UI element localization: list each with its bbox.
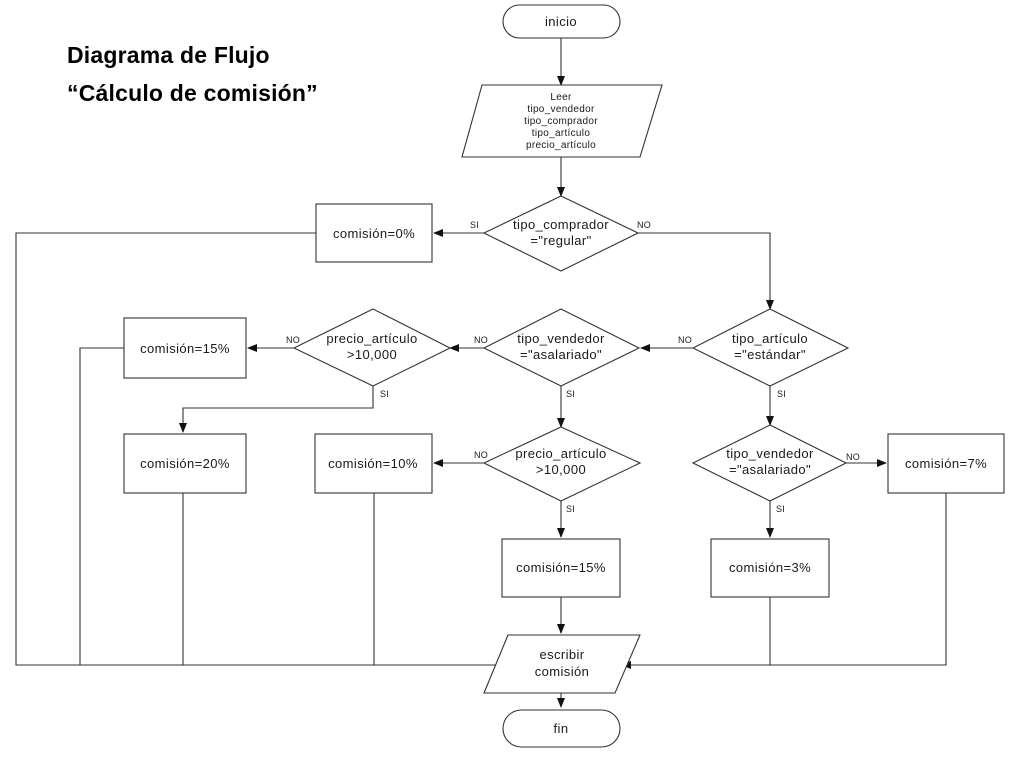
- leer-line-2: tipo_vendedor: [527, 104, 595, 115]
- end-label: fin: [554, 721, 569, 736]
- process-comision-15-top: comisión=15%: [123, 317, 247, 379]
- edge-precio1-si: [179, 386, 374, 433]
- decision-tipo-articulo: tipo_artículo ="estándar": [691, 308, 850, 387]
- comision-7-label: comisión=7%: [905, 456, 987, 471]
- start-label: inicio: [545, 14, 577, 29]
- comision-15-mid-label: comisión=15%: [516, 560, 606, 575]
- decision-tipo-vendedor-2: tipo_vendedor ="asalariado": [691, 424, 848, 502]
- label-vendedor2-si: SI: [776, 504, 785, 514]
- decision-precio-articulo-2: precio_artículo >10,000: [482, 426, 642, 502]
- decision-comprador-line-1: tipo_comprador: [513, 217, 609, 232]
- process-comision-10: comisión=10%: [314, 433, 433, 494]
- diagram-title: Diagrama de Flujo “Cálculo de comisión”: [67, 36, 318, 112]
- label-articulo-no: NO: [678, 335, 692, 345]
- decision-articulo-line-1: tipo_artículo: [732, 331, 808, 346]
- decision-precio-articulo-1: precio_artículo >10,000: [292, 308, 452, 387]
- edges: [15, 38, 947, 708]
- decision-precio2-line-2: >10,000: [536, 462, 586, 477]
- process-comision-7: comisión=7%: [887, 433, 1005, 494]
- edge-right-bus: [621, 493, 947, 669]
- output-escribir: escribir comisión: [483, 634, 641, 694]
- process-comision-0: comisión=0%: [315, 203, 433, 263]
- decision-vendedor1-line-1: tipo_vendedor: [517, 331, 605, 346]
- label-vendedor1-no: NO: [474, 335, 488, 345]
- label-precio2-no: NO: [474, 450, 488, 460]
- end-terminal: fin: [502, 709, 621, 748]
- leer-line-4: tipo_artículo: [532, 128, 591, 139]
- title-line-2: “Cálculo de comisión”: [67, 80, 318, 106]
- label-comprador-si: SI: [470, 220, 479, 230]
- label-vendedor2-no: NO: [846, 452, 860, 462]
- label-precio1-no: NO: [286, 335, 300, 345]
- label-precio2-si: SI: [566, 504, 575, 514]
- label-precio1-si: SI: [380, 389, 389, 399]
- comision-0-label: comisión=0%: [333, 226, 415, 241]
- decision-vendedor1-line-2: ="asalariado": [520, 347, 602, 362]
- label-vendedor1-si: SI: [566, 389, 575, 399]
- start-terminal: inicio: [502, 4, 621, 39]
- decision-tipo-vendedor-1: tipo_vendedor ="asalariado": [482, 308, 641, 387]
- edge-comprador-no: [638, 232, 774, 310]
- escribir-line-1: escribir: [539, 647, 584, 662]
- input-leer: Leer tipo_vendedor tipo_comprador tipo_a…: [461, 84, 663, 158]
- edge-c0-escribir: [15, 232, 500, 666]
- decision-precio1-line-2: >10,000: [347, 347, 397, 362]
- leer-line-5: precio_artículo: [526, 140, 596, 151]
- comision-3-label: comisión=3%: [729, 560, 811, 575]
- escribir-line-2: comisión: [535, 664, 590, 679]
- edge-c15top-down: [79, 347, 124, 665]
- decision-precio2-line-1: precio_artículo: [515, 446, 606, 461]
- decision-articulo-line-2: ="estándar": [734, 347, 806, 362]
- leer-line-3: tipo_comprador: [524, 116, 598, 127]
- comision-10-label: comisión=10%: [328, 456, 418, 471]
- leer-line-1: Leer: [550, 92, 572, 103]
- label-articulo-si: SI: [777, 389, 786, 399]
- label-comprador-no: NO: [637, 220, 651, 230]
- decision-vendedor2-line-1: tipo_vendedor: [726, 446, 814, 461]
- process-comision-15-mid: comisión=15%: [501, 538, 621, 598]
- comision-15-top-label: comisión=15%: [140, 341, 230, 356]
- process-comision-20: comisión=20%: [123, 433, 247, 494]
- comision-20-label: comisión=20%: [140, 456, 230, 471]
- decision-vendedor2-line-2: ="asalariado": [729, 462, 811, 477]
- decision-comprador-line-2: ="regular": [530, 233, 591, 248]
- process-comision-3: comisión=3%: [710, 538, 830, 598]
- title-line-1: Diagrama de Flujo: [67, 42, 270, 68]
- branch-labels: SI NO NO SI NO SI NO SI NO SI NO SI: [286, 220, 860, 514]
- decision-tipo-comprador: tipo_comprador ="regular": [482, 195, 640, 272]
- decision-precio1-line-1: precio_artículo: [326, 331, 417, 346]
